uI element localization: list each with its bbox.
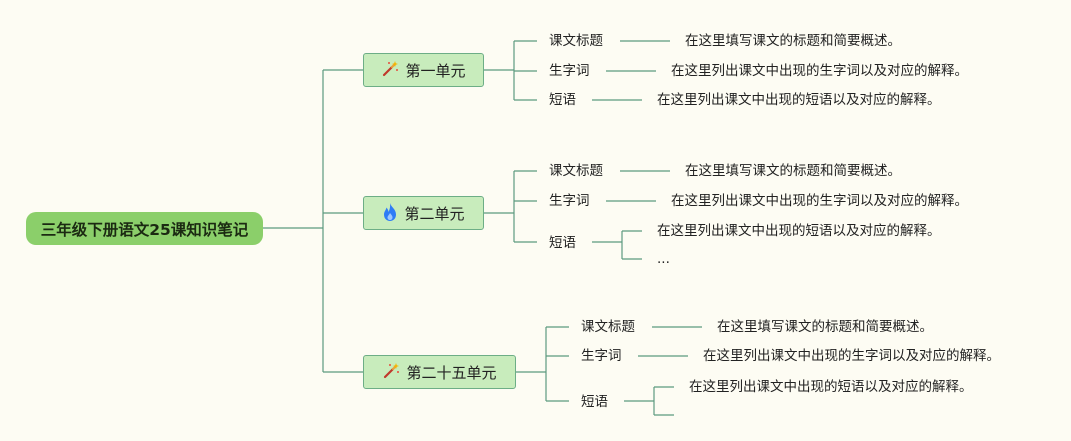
item-desc[interactable]: 在这里列出课文中出现的短语以及对应的解释。 bbox=[657, 223, 941, 239]
unit-title: 第二单元 bbox=[404, 204, 465, 223]
item-label[interactable]: 生字词 bbox=[581, 348, 622, 364]
item-desc[interactable]: 在这里列出课文中出现的短语以及对应的解释。 bbox=[689, 379, 973, 395]
item-desc[interactable]: 在这里填写课文的标题和简要概述。 bbox=[717, 319, 933, 335]
item-label[interactable]: 生字词 bbox=[549, 193, 590, 209]
item-desc[interactable]: 在这里列出课文中出现的生字词以及对应的解释。 bbox=[671, 63, 968, 79]
item-extra[interactable]: ... bbox=[657, 251, 670, 267]
item-label[interactable]: 短语 bbox=[549, 235, 576, 251]
item-desc[interactable]: 在这里填写课文的标题和简要概述。 bbox=[685, 163, 901, 179]
item-label[interactable]: 短语 bbox=[549, 92, 576, 108]
item-label[interactable]: 课文标题 bbox=[549, 163, 603, 179]
item-label[interactable]: 短语 bbox=[581, 394, 608, 410]
item-desc[interactable]: 在这里列出课文中出现的生字词以及对应的解释。 bbox=[703, 348, 1000, 364]
root-title: 三年级下册语文25课知识笔记 bbox=[40, 220, 249, 239]
flame-icon bbox=[382, 202, 398, 225]
magic-wand-icon bbox=[381, 60, 399, 81]
item-desc[interactable]: 在这里列出课文中出现的生字词以及对应的解释。 bbox=[671, 193, 968, 209]
root-topic[interactable]: 三年级下册语文25课知识笔记 bbox=[26, 212, 263, 245]
item-label[interactable]: 课文标题 bbox=[581, 319, 635, 335]
item-label[interactable]: 生字词 bbox=[549, 63, 590, 79]
item-label[interactable]: 课文标题 bbox=[549, 33, 603, 49]
unit-node[interactable]: 第二单元 bbox=[363, 196, 484, 230]
unit-title: 第二十五单元 bbox=[406, 363, 497, 382]
item-desc[interactable]: 在这里填写课文的标题和简要概述。 bbox=[685, 33, 901, 49]
unit-node[interactable]: 第二十五单元 bbox=[363, 355, 516, 389]
magic-wand-icon bbox=[382, 362, 400, 383]
unit-title: 第一单元 bbox=[405, 61, 466, 80]
unit-node[interactable]: 第一单元 bbox=[363, 53, 484, 87]
item-desc[interactable]: 在这里列出课文中出现的短语以及对应的解释。 bbox=[657, 92, 941, 108]
